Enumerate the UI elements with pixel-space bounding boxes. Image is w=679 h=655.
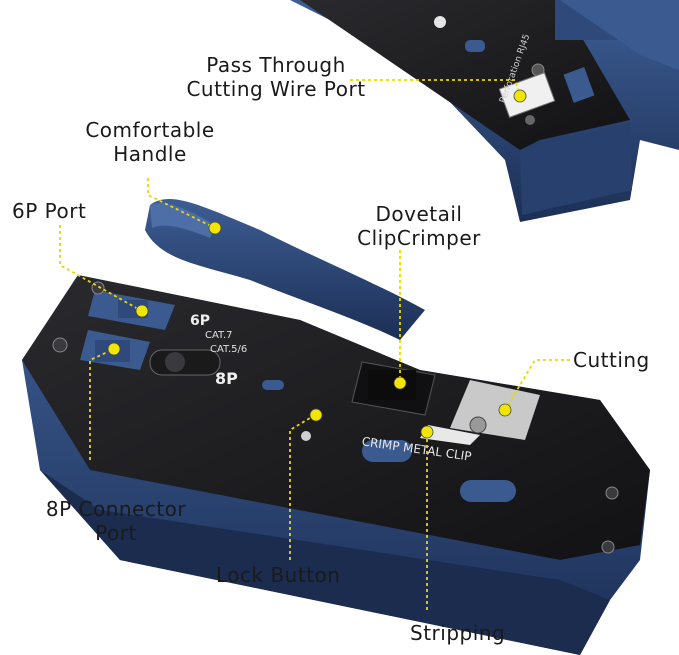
p6-text: 6P [190,313,210,329]
label-handle-line2: Handle [113,142,187,166]
label-handle: Comfortable Handle [76,118,224,166]
label-dovetail-line2: ClipCrimper [357,226,481,250]
label-cutting: Cutting [573,348,650,372]
label-pass-through: Pass Through Cutting Wire Port [181,53,371,101]
callout-dots [107,89,527,439]
label-lock-button: Lock Button [216,563,341,587]
label-6p-port: 6P Port [12,199,87,223]
label-dovetail: Dovetail ClipCrimper [352,202,486,250]
p8-text: 8P [215,369,238,388]
label-8p-port-line1: 8P Connector [45,497,187,521]
cat56-text: CAT.5/6 [210,344,247,355]
label-8p-port-line2: Port [95,521,137,545]
label-pass-through-line2: Cutting Wire Port [186,77,366,101]
label-handle-line1: Comfortable [85,118,215,142]
label-stripping: Stripping [410,621,506,645]
top-tool: Perforation RJ45 [290,0,679,222]
label-dovetail-line1: Dovetail [375,202,463,226]
label-8p-port: 8P Connector Port [36,497,196,545]
tool-body: CRIMP METAL CLIP 6P 8P CAT.7 CAT.5/6 [22,275,650,655]
cat7-text: CAT.7 [205,330,233,341]
label-pass-through-line1: Pass Through [206,53,346,77]
